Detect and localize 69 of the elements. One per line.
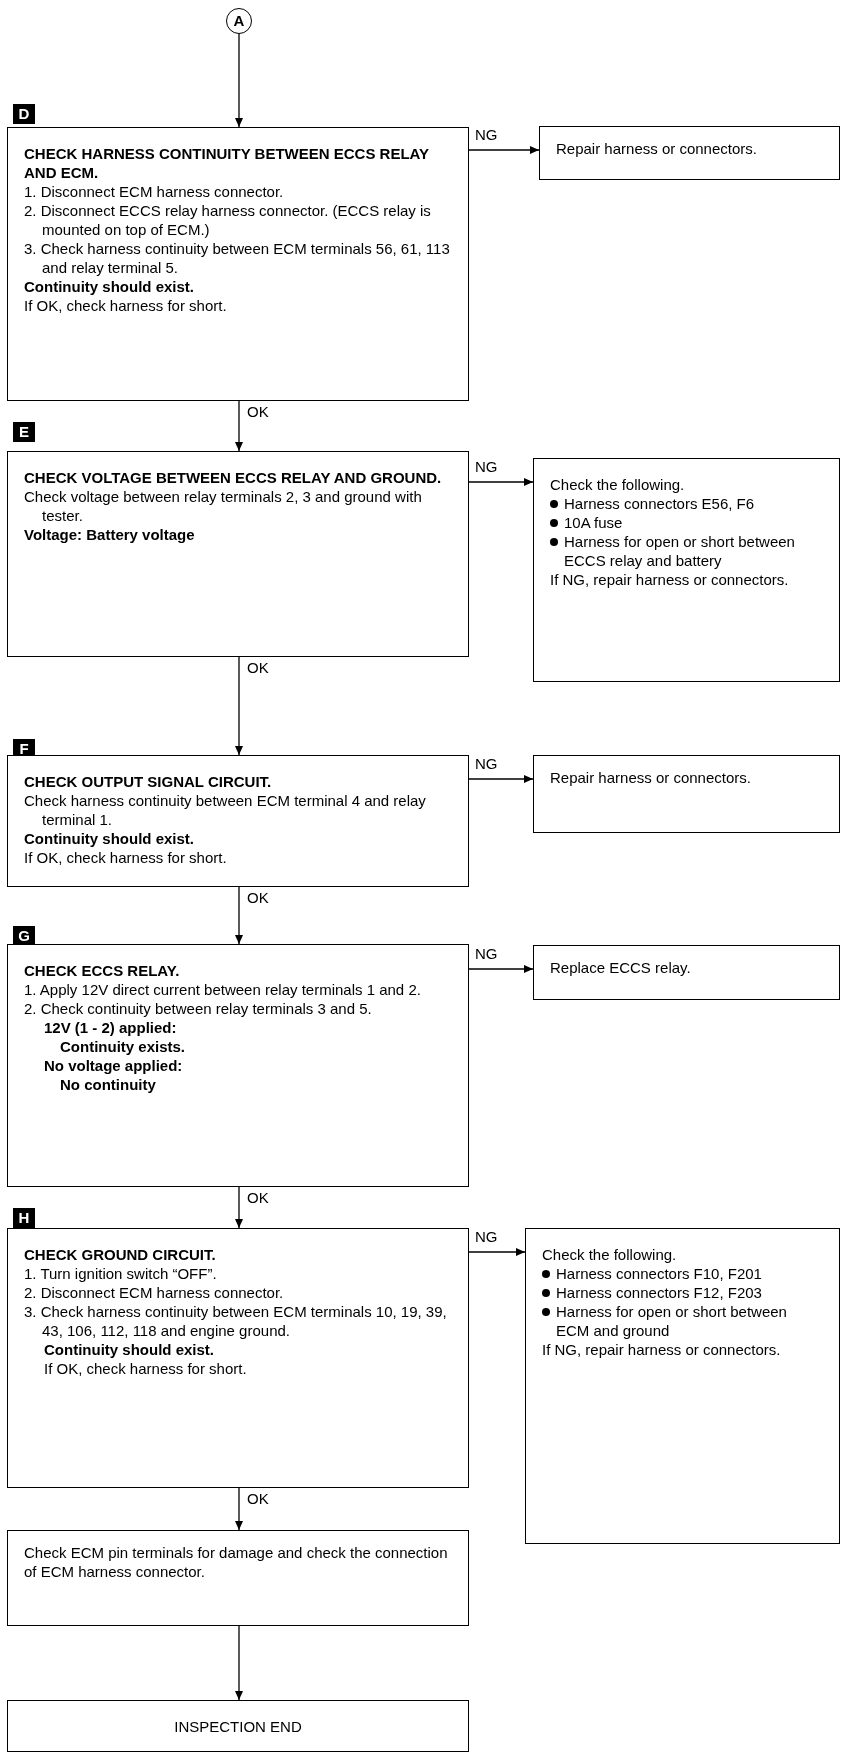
step-text: Continuity should exist. bbox=[44, 1340, 215, 1359]
step-text: Continuity should exist. bbox=[24, 277, 195, 296]
process-box bbox=[7, 755, 469, 887]
step-text: If OK, check harness for short. bbox=[44, 1359, 248, 1378]
step-text: 3. Check harness continuity between ECM terminals 56, 61, 113 and relay terminal 5. bbox=[24, 239, 451, 277]
step-text: Replace ECCS relay. bbox=[550, 958, 692, 977]
step-text: 3. Check harness continuity between ECM terminals 10, 19, 39, 43, 106, 112, 118 and engine ground. bbox=[24, 1302, 448, 1340]
step-marker: D bbox=[13, 104, 35, 124]
process-box bbox=[539, 126, 840, 180]
step-marker: E bbox=[13, 422, 35, 442]
arrow bbox=[468, 1248, 526, 1256]
step-text: Check ECM pin terminals for damage and check the connection of ECM harness connector. bbox=[24, 1543, 449, 1581]
process-box bbox=[7, 944, 469, 1187]
step-heading: CHECK HARNESS CONTINUITY BETWEEN ECCS RELAY AND ECM. bbox=[24, 144, 430, 182]
step-text: Continuity should exist. bbox=[24, 829, 195, 848]
process-box bbox=[525, 1228, 840, 1544]
process-box bbox=[533, 458, 840, 682]
step-marker: H bbox=[13, 1208, 35, 1228]
arrow bbox=[235, 1186, 243, 1229]
process-box bbox=[7, 1700, 469, 1752]
arrow bbox=[235, 1487, 243, 1531]
arrow bbox=[468, 965, 534, 973]
step-text: Continuity exists. bbox=[60, 1037, 187, 1056]
step-heading: CHECK VOLTAGE BETWEEN ECCS RELAY AND GROUND. bbox=[24, 468, 443, 487]
step-text: Repair harness or connectors. bbox=[550, 768, 752, 787]
step-text: Repair harness or connectors. bbox=[556, 139, 758, 158]
step-text: If NG, repair harness or connectors. bbox=[542, 1340, 782, 1359]
list-item: Harness for open or short between ECM and ground bbox=[556, 1302, 788, 1340]
arrow bbox=[235, 400, 243, 452]
step-text: If NG, repair harness or connectors. bbox=[550, 570, 790, 589]
step-text: 2. Disconnect ECCS relay harness connector. (ECCS relay is mounted on top of ECM.) bbox=[24, 201, 432, 239]
list-item: Harness connectors E56, F6 bbox=[564, 494, 755, 513]
step-text: 2. Disconnect ECM harness connector. bbox=[24, 1283, 285, 1302]
arrow bbox=[468, 146, 540, 154]
process-box bbox=[7, 451, 469, 657]
arrow bbox=[468, 478, 534, 486]
step-heading: CHECK OUTPUT SIGNAL CIRCUIT. bbox=[24, 772, 273, 791]
step-heading: CHECK GROUND CIRCUIT. bbox=[24, 1245, 217, 1264]
process-box bbox=[7, 127, 469, 401]
step-text: Check the following. bbox=[542, 1245, 678, 1264]
step-marker: G bbox=[13, 926, 35, 946]
step-heading: CHECK ECCS RELAY. bbox=[24, 961, 181, 980]
step-text: Check the following. bbox=[550, 475, 686, 494]
list-item: 10A fuse bbox=[564, 513, 623, 532]
step-text: Check voltage between relay terminals 2, 3 and ground with tester. bbox=[24, 487, 423, 525]
process-box bbox=[533, 755, 840, 833]
step-text: INSPECTION END bbox=[174, 1716, 302, 1736]
arrow bbox=[235, 886, 243, 945]
step-text: 1. Turn ignition switch “OFF”. bbox=[24, 1264, 218, 1283]
step-text: 1. Apply 12V direct current between relay terminals 1 and 2. bbox=[24, 980, 422, 999]
list-item: Harness connectors F10, F201 bbox=[556, 1264, 762, 1283]
step-text: 1. Disconnect ECM harness connector. bbox=[24, 182, 285, 201]
step-text: 12V (1 - 2) applied: bbox=[44, 1018, 178, 1037]
arrow bbox=[235, 1625, 243, 1701]
arrow bbox=[235, 33, 243, 128]
list-item: Harness connectors F12, F203 bbox=[556, 1283, 762, 1302]
step-text: Check harness continuity between ECM terminal 4 and relay terminal 1. bbox=[24, 791, 427, 829]
arrow bbox=[468, 775, 534, 783]
arrow bbox=[235, 656, 243, 756]
process-box bbox=[7, 1530, 469, 1626]
step-text: No continuity bbox=[60, 1075, 157, 1094]
step-text: Voltage: Battery voltage bbox=[24, 525, 196, 544]
list-item: Harness for open or short between ECCS relay and battery bbox=[564, 532, 796, 570]
step-text: 2. Check continuity between relay terminals 3 and 5. bbox=[24, 999, 373, 1018]
step-text: No voltage applied: bbox=[44, 1056, 184, 1075]
step-text: If OK, check harness for short. bbox=[24, 848, 228, 867]
process-box bbox=[7, 1228, 469, 1488]
process-box bbox=[533, 945, 840, 1000]
step-text: If OK, check harness for short. bbox=[24, 296, 228, 315]
